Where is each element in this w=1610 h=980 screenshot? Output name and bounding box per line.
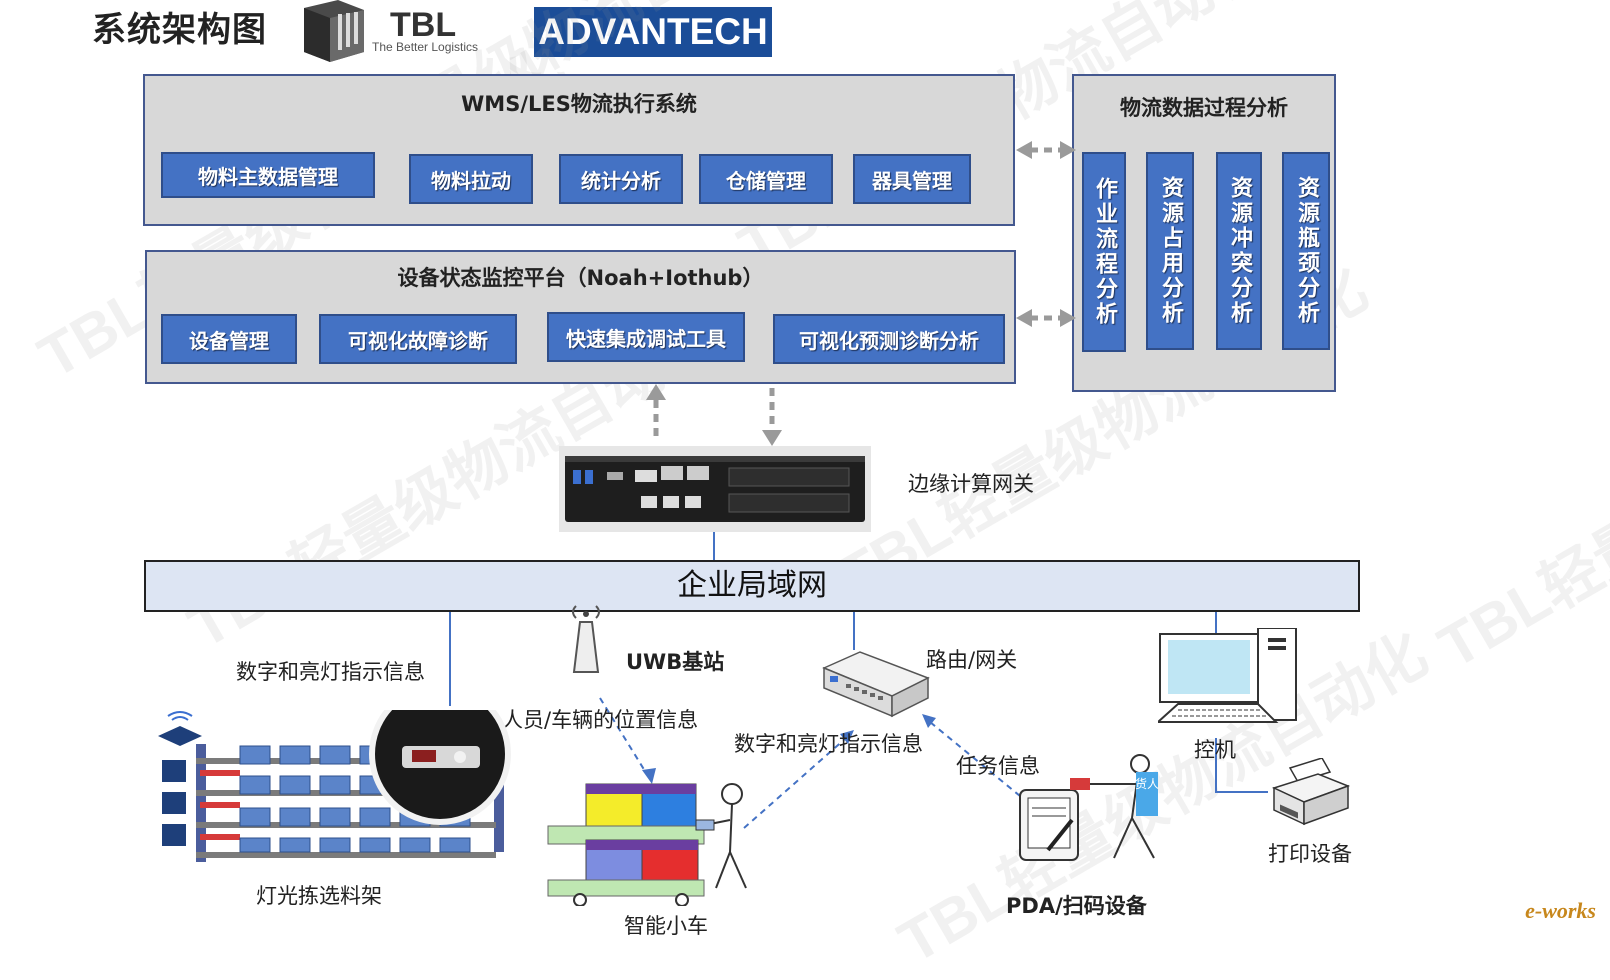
- edge-gateway-device: [559, 446, 871, 532]
- magnifier-inset: [369, 710, 511, 825]
- task-info-label: 任务信息: [956, 754, 1040, 778]
- gateway-box-icon: [565, 456, 865, 522]
- cart-info-label: 数字和亮灯指示信息: [734, 732, 923, 756]
- enterprise-lan: 企业局域网: [144, 560, 1360, 612]
- tbl-logo-tagline: The Better Logistics: [372, 40, 479, 54]
- uwb-antenna-icon: [572, 605, 600, 673]
- advantech-logo: ADVANTECH: [534, 7, 772, 57]
- pc-label: 控机: [1194, 738, 1236, 762]
- tbl-logo-word: TBL: [390, 6, 457, 44]
- tbl-logo: TBL The Better Logistics: [298, 0, 486, 62]
- page-title: 系统架构图: [92, 10, 267, 50]
- module-material-pull[interactable]: 物料拉动: [409, 154, 533, 204]
- printer-label: 打印设备: [1268, 842, 1352, 866]
- vest-badge-text: 货人: [1135, 776, 1159, 791]
- module-fault-diagnosis[interactable]: 可视化故障诊断: [319, 314, 517, 364]
- router-icon: [822, 651, 930, 718]
- gateway-label: 边缘计算网关: [908, 472, 1034, 496]
- module-material-master[interactable]: 物料主数据管理: [161, 152, 375, 198]
- module-integration-tool[interactable]: 快速集成调试工具: [547, 312, 745, 362]
- uwb-label: UWB基站: [626, 650, 725, 674]
- wms-panel: WMS/LES物流执行系统 物料主数据管理 物料拉动 统计分析 仓储管理 器具管…: [143, 74, 1015, 226]
- module-warehouse[interactable]: 仓储管理: [699, 154, 833, 204]
- monitor-title: 设备状态监控平台（Noah+Iothub）: [397, 266, 764, 290]
- position-info-label: 人员/车辆的位置信息: [502, 708, 699, 732]
- tbl-cube-icon: [304, 0, 364, 62]
- pda-scanner: 货人: [1019, 754, 1159, 861]
- module-statistics[interactable]: 统计分析: [559, 154, 683, 204]
- module-predictive-diagnosis[interactable]: 可视化预测诊断分析: [773, 314, 1005, 364]
- computer-icon: [1158, 628, 1297, 723]
- module-device-management[interactable]: 设备管理: [161, 314, 297, 364]
- wms-title: WMS/LES物流执行系统: [461, 92, 697, 116]
- analysis-panel: 物流数据过程分析 作业流程分析 资源占用分析 资源冲突分析 资源瓶颈分析: [1072, 74, 1336, 392]
- wifi-icon: [167, 711, 193, 721]
- module-resource-usage[interactable]: 资源占用分析: [1146, 152, 1194, 350]
- eworks-credit: e-works: [1525, 898, 1596, 923]
- worker-figure: [699, 783, 747, 889]
- light-pick-rack: [158, 710, 511, 862]
- operator-figure: [1088, 754, 1155, 859]
- analysis-title: 物流数据过程分析: [1120, 96, 1288, 120]
- smart-cart: [547, 783, 747, 906]
- rack-label: 灯光拣选料架: [256, 884, 382, 908]
- printer-icon: [1271, 758, 1351, 826]
- router-label: 路由/网关: [926, 648, 1018, 672]
- monitor-panel: 设备状态监控平台（Noah+Iothub） 设备管理 可视化故障诊断 快速集成调…: [145, 250, 1016, 384]
- pda-label: PDA/扫码设备: [1006, 894, 1147, 918]
- module-fixtures[interactable]: 器具管理: [853, 154, 971, 204]
- rack-info-label: 数字和亮灯指示信息: [236, 660, 425, 684]
- module-process-analysis[interactable]: 作业流程分析: [1082, 152, 1126, 352]
- cart-label: 智能小车: [624, 914, 708, 938]
- module-resource-bottleneck[interactable]: 资源瓶颈分析: [1282, 152, 1330, 350]
- module-resource-conflict[interactable]: 资源冲突分析: [1216, 152, 1262, 350]
